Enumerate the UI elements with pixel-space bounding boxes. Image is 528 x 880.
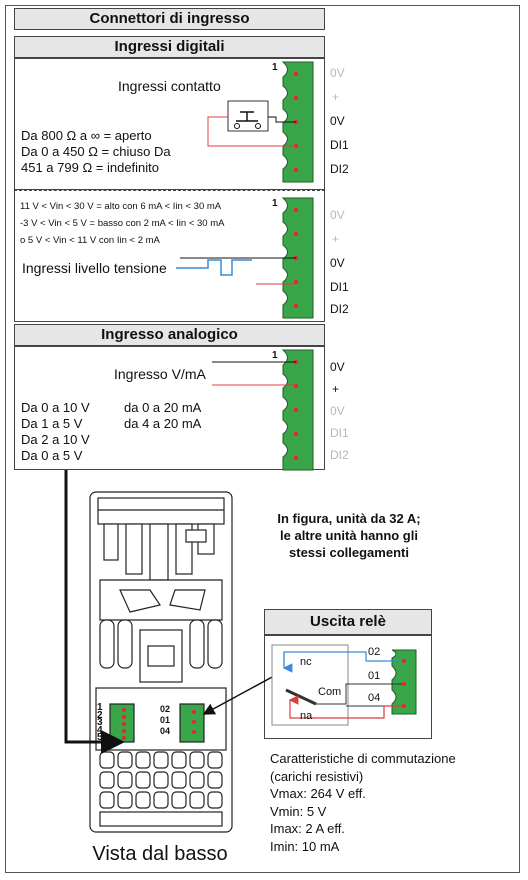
switching-line: (carichi resistivi) <box>270 768 364 784</box>
analog-voltage-ranges: Da 0 a 10 V Da 1 a 5 V Da 2 a 10 V Da 0 … <box>21 400 90 464</box>
pin-label: + <box>332 90 340 104</box>
voltage-range: Da 0 a 5 V <box>21 448 83 463</box>
pin-label: DI2 <box>330 162 349 176</box>
pin-label: 0V <box>330 404 345 418</box>
pin-label: 0V <box>330 208 345 222</box>
switching-line: Caratteristiche di commutazione <box>270 751 456 766</box>
voltage-line: 11 V < Vin < 30 V = alto con 6 mA < Iin … <box>20 201 222 212</box>
terminal-number: 01 <box>160 715 171 725</box>
relay-pin-04: 04 <box>368 692 381 704</box>
push-button-symbol <box>227 100 269 132</box>
contact-line: Da 0 a 450 Ω = chiuso Da <box>21 144 171 159</box>
analog-connector <box>282 349 314 471</box>
voltage-pin-one: 1 <box>272 198 278 209</box>
bottom-view-caption: Vista dal basso <box>92 843 228 865</box>
terminal-number: 02 <box>160 704 171 714</box>
unit-note-line: stessi collegamenti <box>289 545 409 560</box>
pin-label: DI1 <box>330 426 349 440</box>
terminal-number: 04 <box>160 726 171 736</box>
device-bottom-view <box>89 491 233 833</box>
relay-connector <box>391 649 417 715</box>
unit-note-line: In figura, unità da 32 A; <box>277 511 421 526</box>
analog-input-panel <box>14 346 325 470</box>
voltage-range: Da 0 a 10 V <box>21 400 90 415</box>
analog-pin-one: 1 <box>272 350 278 361</box>
voltage-range: Da 1 a 5 V <box>21 416 83 431</box>
analog-input-title: Ingresso analogico <box>101 326 238 343</box>
terminal-number: 2 <box>97 709 103 721</box>
pin-label: 0V <box>330 360 345 374</box>
voltage-line: o 5 V < Vin < 11 V con Iin < 2 mA <box>20 235 160 246</box>
voltage-thresholds: 11 V < Vin < 30 V = alto con 6 mA < Iin … <box>20 198 224 249</box>
relay-pin-02: 02 <box>368 646 381 658</box>
input-connectors-header: Connettori di ingresso <box>14 8 325 30</box>
voltage-range: Da 2 a 10 V <box>21 432 90 447</box>
pin-label: + <box>332 382 340 396</box>
contact-pin-one: 1 <box>272 62 278 73</box>
current-range: da 4 a 20 mA <box>124 416 202 431</box>
relay-na-label: na <box>300 710 313 722</box>
contact-line: 451 a 799 Ω = indefinito <box>21 160 160 175</box>
input-terminal-numbers: 1 2 3 4 5 <box>97 702 103 743</box>
relay-output-header: Uscita relè <box>264 609 432 635</box>
pin-label: DI2 <box>330 302 349 316</box>
contact-inputs-panel <box>14 58 325 190</box>
analog-input-label: Ingresso V/mA <box>114 366 206 382</box>
relay-leader-line <box>202 675 275 715</box>
terminal-number: 4 <box>97 724 103 736</box>
digital-inputs-title: Ingressi digitali <box>114 38 225 55</box>
pin-label: + <box>332 232 340 246</box>
terminal-number: 5 <box>97 732 103 743</box>
switching-line: Imax: 2 A eff. <box>270 821 345 836</box>
pin-label: 0V <box>330 256 345 270</box>
switching-line: Vmax: 264 V eff. <box>270 786 366 801</box>
analog-current-ranges: da 0 a 20 mA da 4 a 20 mA <box>124 400 201 432</box>
input-leader-line <box>64 470 125 754</box>
relay-pin-01: 01 <box>368 670 381 682</box>
pin-label: DI2 <box>330 448 349 462</box>
relay-output-title: Uscita relè <box>310 613 386 630</box>
pin-label: DI1 <box>330 138 349 152</box>
relay-com-label: Com <box>318 686 342 698</box>
switching-line: Vmin: 5 V <box>270 803 327 819</box>
input-connectors-title: Connettori di ingresso <box>89 10 250 27</box>
voltage-line: -3 V < Vin < 5 V = basso con 2 mA < Iin … <box>20 218 225 229</box>
terminal-number: 3 <box>97 717 103 728</box>
analog-input-header: Ingresso analogico <box>14 324 325 346</box>
pin-label: DI1 <box>330 280 349 294</box>
pin-label: 0V <box>330 66 345 80</box>
switching-line: Imin: 10 mA <box>270 838 340 854</box>
relay-terminal-numbers: 02 01 04 <box>160 704 170 737</box>
contact-inputs-label: Ingressi contatto <box>118 78 221 94</box>
terminal-number: 1 <box>97 702 103 713</box>
voltage-inputs-label: Ingressi livello tensione <box>22 260 167 276</box>
unit-note-line: le altre unità hanno gli <box>280 528 418 543</box>
current-range: da 0 a 20 mA <box>124 400 202 415</box>
digital-inputs-header: Ingressi digitali <box>14 36 325 58</box>
relay-nc-label: nc <box>300 656 312 668</box>
contact-line: Da 800 Ω a ∞ = aperto <box>21 128 152 143</box>
contact-thresholds: Da 800 Ω a ∞ = aperto Da 0 a 450 Ω = chi… <box>21 128 171 176</box>
pin-label: 0V <box>330 114 345 128</box>
unit-note: In figura, unità da 32 A; le altre unità… <box>244 510 454 561</box>
switching-characteristics: Caratteristiche di commutazione (carichi… <box>270 750 456 855</box>
voltage-inputs-panel <box>14 190 325 322</box>
